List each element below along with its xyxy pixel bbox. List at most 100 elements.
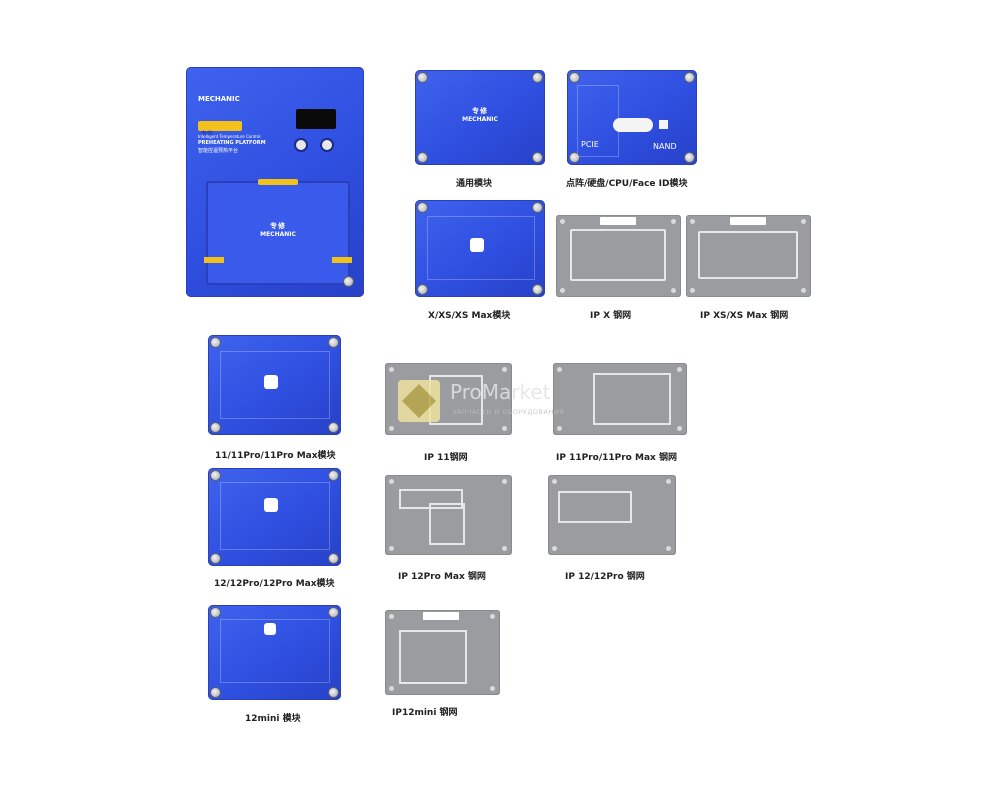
hole-icon [389,426,394,431]
plate-logo-brand: MECHANIC [260,231,296,238]
universal-logo-brand: MECHANIC [462,116,498,123]
plate-yellow-top [258,179,298,185]
hole-icon [490,614,495,619]
ip12pro-outline [558,491,632,523]
platform-subtitle-cn: 智能控温预热平台 [198,148,239,154]
hole-icon [671,219,676,224]
hole-icon [690,288,695,293]
hole-icon [801,288,806,293]
pcie-label: PCIE [581,140,599,149]
m12mini-logo-mark [264,623,276,635]
platform-yellow-badge: 专修 [198,121,242,138]
screw-icon [211,423,220,432]
screw-icon [329,608,338,617]
caption-m12: 12/12Pro/12Pro Max模块 [214,579,335,589]
screw-icon [344,277,353,286]
faceid-window [613,118,653,132]
ip12promax-outline-top [399,489,463,509]
ip12promax-outline-bottom [429,503,465,545]
caption-universal: 通用模块 [456,179,493,189]
universal-logo: 专修 MECHANIC [450,106,510,123]
promarket-logo-icon [398,380,440,422]
universal-logo-cn: 专修 [472,107,488,115]
screw-icon [211,338,220,347]
hole-icon [801,219,806,224]
hole-icon [677,426,682,431]
screw-icon [685,153,694,162]
stencil-badge [600,217,636,225]
caption-x: X/XS/XS Max模块 [428,311,511,321]
caption-ip11pro: IP 11Pro/11Pro Max 钢网 [556,453,677,463]
screw-icon [533,285,542,294]
hole-icon [557,426,562,431]
button-left[interactable] [296,140,306,150]
module-11 [208,335,341,435]
button-right[interactable] [322,140,332,150]
caption-ipx: IP X 钢网 [590,311,632,321]
temperature-display [296,109,336,129]
hole-icon [666,546,671,551]
stencil-badge [423,612,459,620]
m11-logo-mark [264,375,278,389]
caption-ip12pro: IP 12/12Pro 钢网 [565,572,645,582]
ip12promax-stencil [385,475,512,555]
screw-icon [329,471,338,480]
screw-icon [211,608,220,617]
hole-icon [389,367,394,372]
promarket-watermark: ProMarket ЗАПЧАСТИ И ОБОРУДОВАНИЯ [398,378,608,428]
hole-icon [502,426,507,431]
m12mini-inner-frame [220,619,330,683]
screw-icon [211,471,220,480]
ip12mini-outline [399,630,467,684]
ipx-stencil [556,215,681,297]
screw-icon [329,338,338,347]
hole-icon [552,479,557,484]
caption-ip12promax: IP 12Pro Max 钢网 [398,572,486,582]
hole-icon [490,686,495,691]
screw-icon [533,73,542,82]
screw-icon [418,73,427,82]
promarket-tagline: ЗАПЧАСТИ И ОБОРУДОВАНИЯ [452,408,565,416]
hole-icon [690,219,695,224]
ip12pro-stencil [548,475,676,555]
hole-icon [389,546,394,551]
promarket-cube-icon [402,384,436,418]
m12-logo-mark [264,498,278,512]
screw-icon [211,554,220,563]
plate-logo-cn: 专修 [270,222,286,230]
hole-icon [671,288,676,293]
screw-icon [418,153,427,162]
faceid-square [659,120,668,129]
ip12mini-stencil [385,610,500,695]
caption-m11: 11/11Pro/11Pro Max模块 [215,451,336,461]
plate-yellow-left [204,257,224,263]
m12-inner-frame [220,482,330,550]
platform-badge-text: 专修 [201,131,214,138]
hole-icon [389,614,394,619]
ipx-board-outline [570,229,666,281]
hole-icon [560,219,565,224]
hole-icon [557,367,562,372]
x-inner-frame [427,216,535,280]
hole-icon [666,479,671,484]
nand-label: NAND [653,142,677,151]
x-logo-mark [470,238,484,252]
screw-icon [533,203,542,212]
universal-module: 专修 MECHANIC [415,70,545,165]
screw-icon [329,423,338,432]
plate-logo: 专修 MECHANIC [250,221,306,238]
hole-icon [560,288,565,293]
screw-icon [211,688,220,697]
hole-icon [389,686,394,691]
module-12 [208,468,341,566]
hole-icon [502,479,507,484]
hole-icon [502,546,507,551]
screw-icon [329,554,338,563]
m11-inner-frame [220,351,330,419]
stencil-badge [730,217,766,225]
caption-ip12mini: IP12mini 钢网 [392,708,458,718]
caption-m12mini: 12mini 模块 [245,714,301,724]
platform-brand: MECHANIC [198,95,240,103]
preheating-platform: MECHANIC 专修 Intelligent Temperature Cont… [186,67,364,297]
promarket-brand: ProMarket [450,380,551,404]
